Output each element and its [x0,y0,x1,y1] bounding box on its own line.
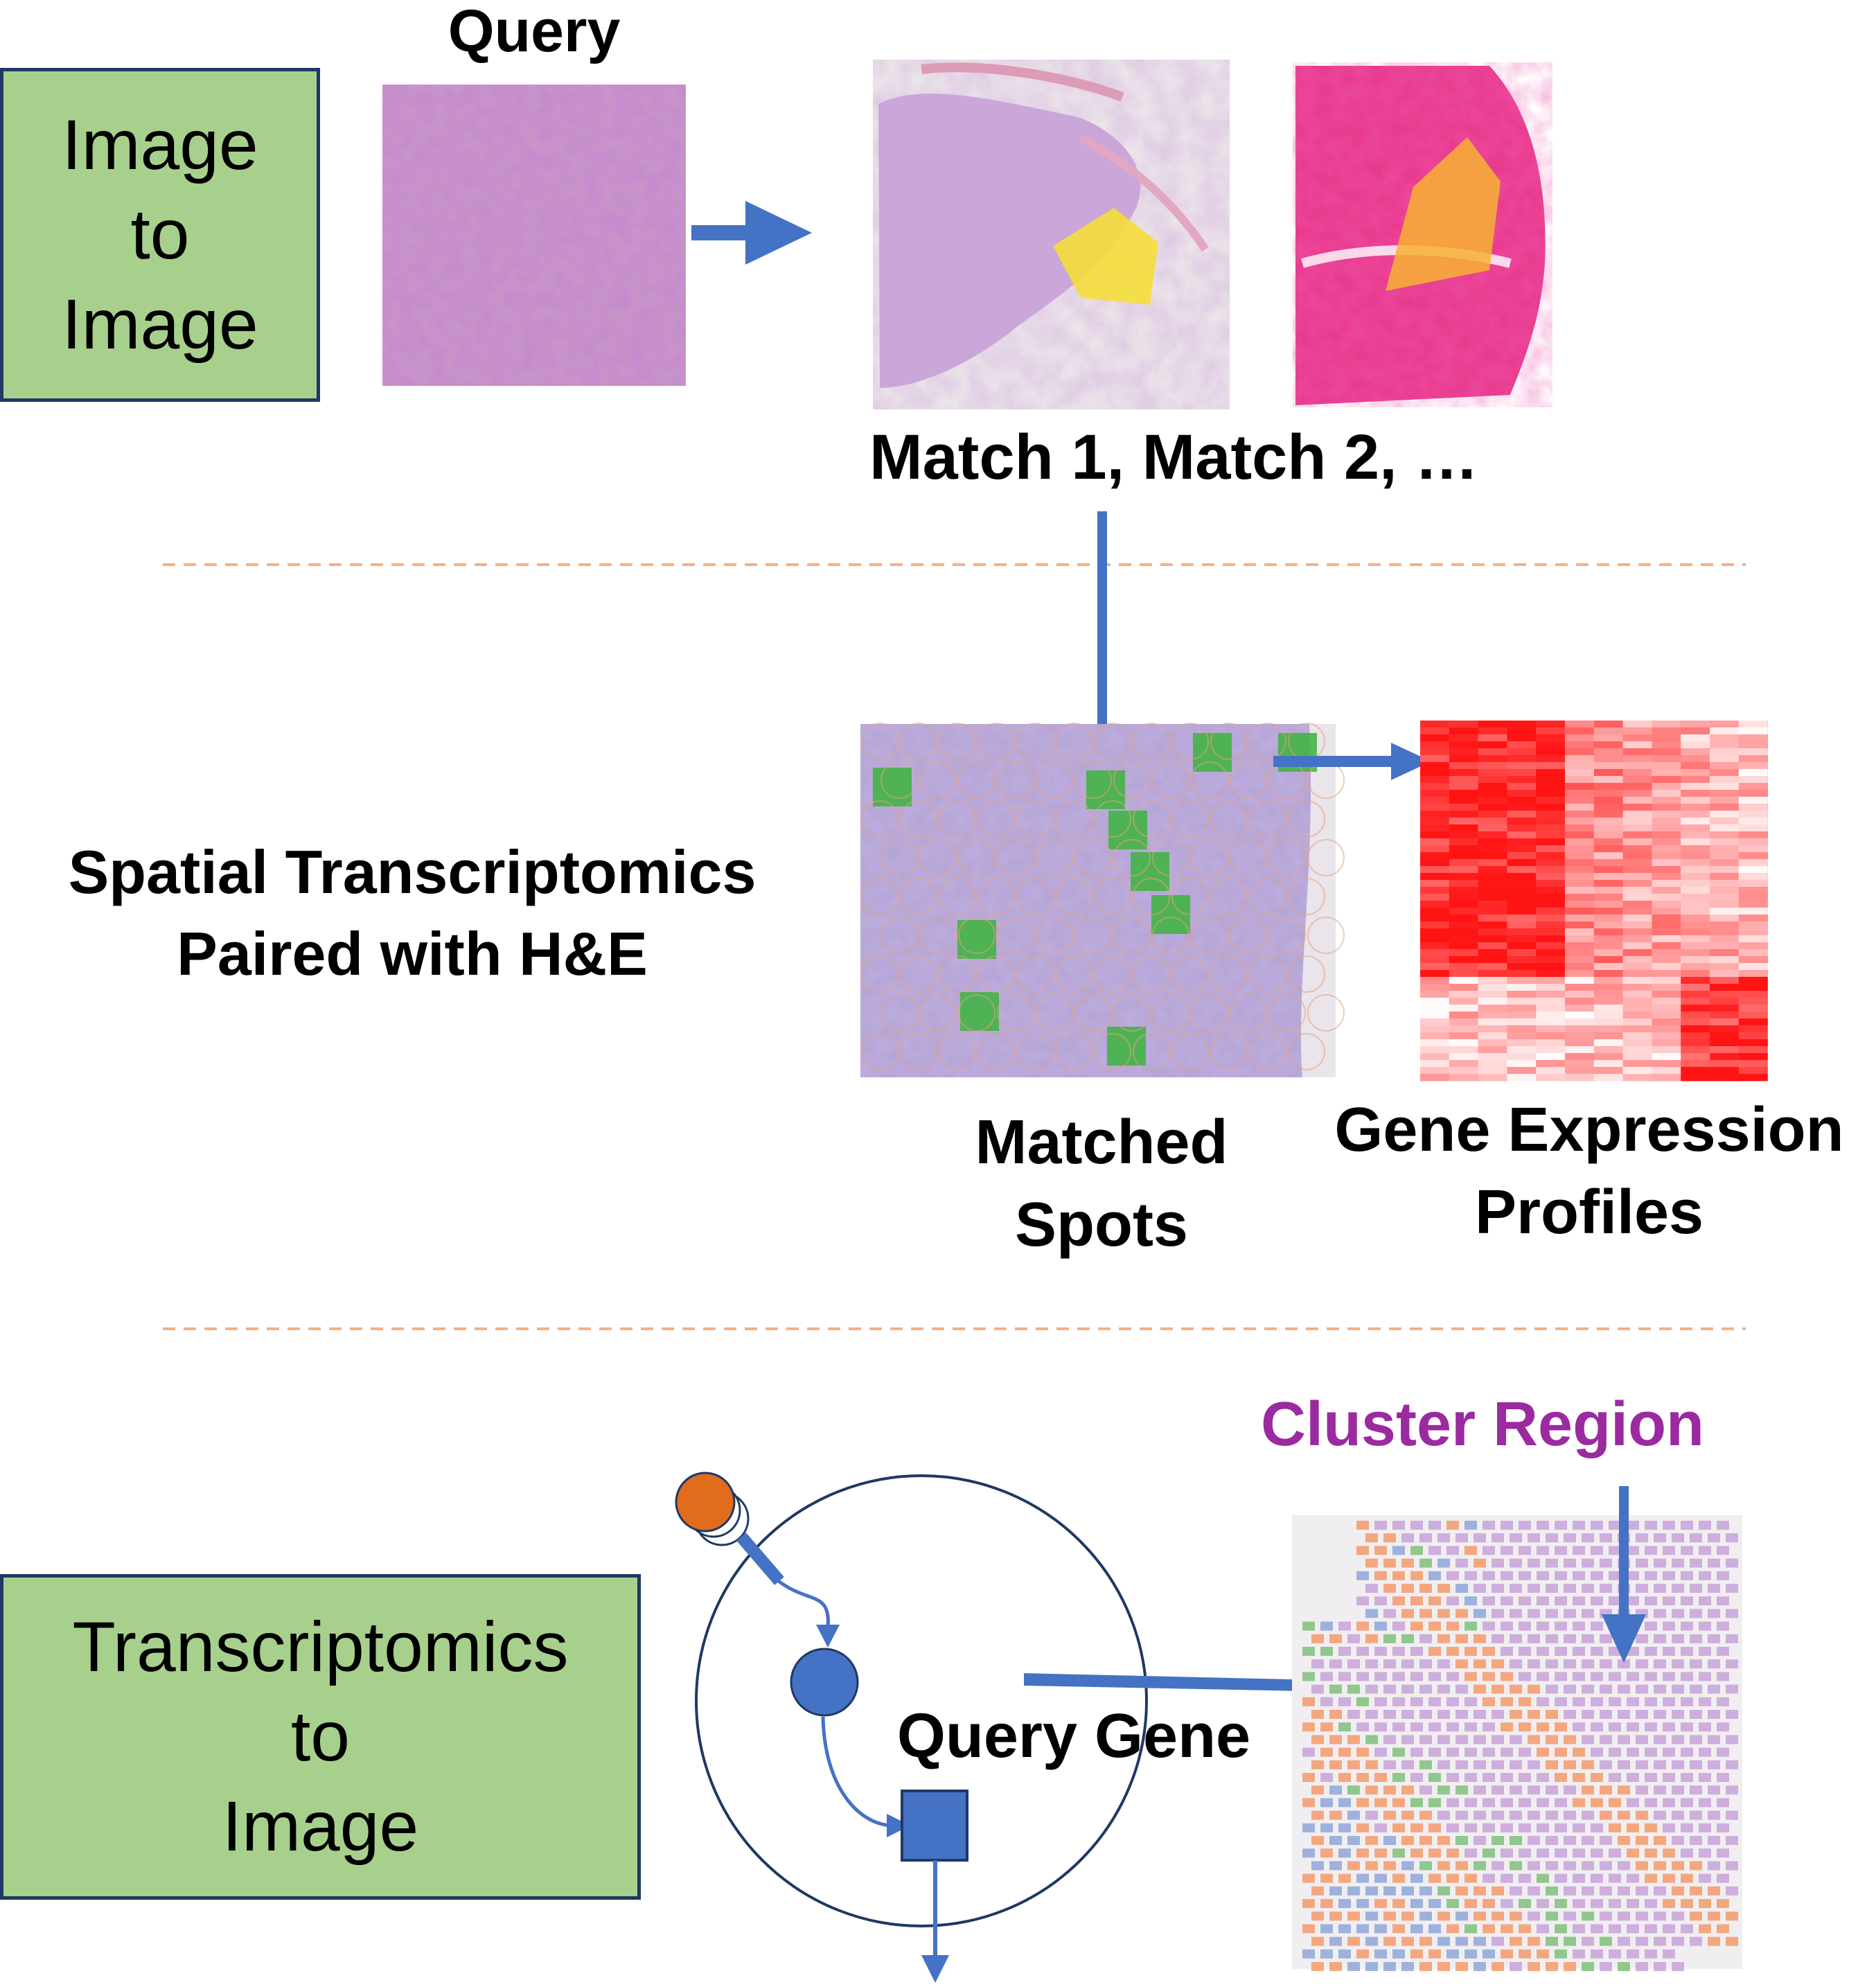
matches-label: Match 1, Match 2, … [869,422,1479,493]
arrow-query-to-matches [691,201,812,265]
matched-spots-layer [861,723,1345,1070]
gene-expression-heatmap [1420,721,1768,1081]
box2-line1: Transcriptomics [72,1607,569,1686]
arrow-spots-to-expression [1273,743,1431,780]
orange-source-node [675,1472,736,1533]
spatial-line2: Paired with H&E [177,919,648,988]
query-tissue-image [382,85,686,386]
matched-spot [1108,811,1147,849]
cluster-region-label: Cluster Region [1260,1390,1705,1459]
query-label: Query [448,0,621,64]
spatial-line1: Spatial Transcriptomics [68,838,756,906]
box1-line3: Image [62,284,258,364]
match-1-image [873,60,1230,409]
match-2-image [1293,62,1552,407]
query-gene-square-node [901,1790,968,1862]
matched-spots-label: Matched Spots [928,1102,1275,1266]
gene-line2: Profiles [1474,1177,1704,1247]
matched-spot [873,768,912,806]
arrow-cluster-label-to-map [1602,1486,1646,1663]
box1-line1: Image [62,105,258,184]
box2-line3: Image [222,1786,419,1866]
matched-spot [1086,770,1125,809]
gene-expression-profiles-label: Gene Expression Profiles [1302,1089,1876,1254]
box2-line2: to [290,1697,351,1776]
matched-spot [957,920,996,959]
image-to-image-box: Image to Image [0,68,320,402]
matched-line1: Matched [975,1108,1228,1177]
spatial-transcriptomics-label: Spatial Transcriptomics Paired with H&E [14,831,811,995]
gene-line1: Gene Expression [1334,1095,1844,1165]
box1-line2: to [130,195,190,274]
cluster-region-map [1292,1515,1742,1971]
matched-line2: Spots [1014,1190,1188,1260]
query-gene-network [675,1472,1148,1983]
query-gene-label: Query Gene [896,1702,1251,1771]
blue-intermediate-node [790,1648,859,1717]
matched-spot [1107,1027,1146,1066]
matched-spot [1151,895,1190,934]
transcriptomics-to-image-box: Transcriptomics to Image [0,1574,641,1900]
